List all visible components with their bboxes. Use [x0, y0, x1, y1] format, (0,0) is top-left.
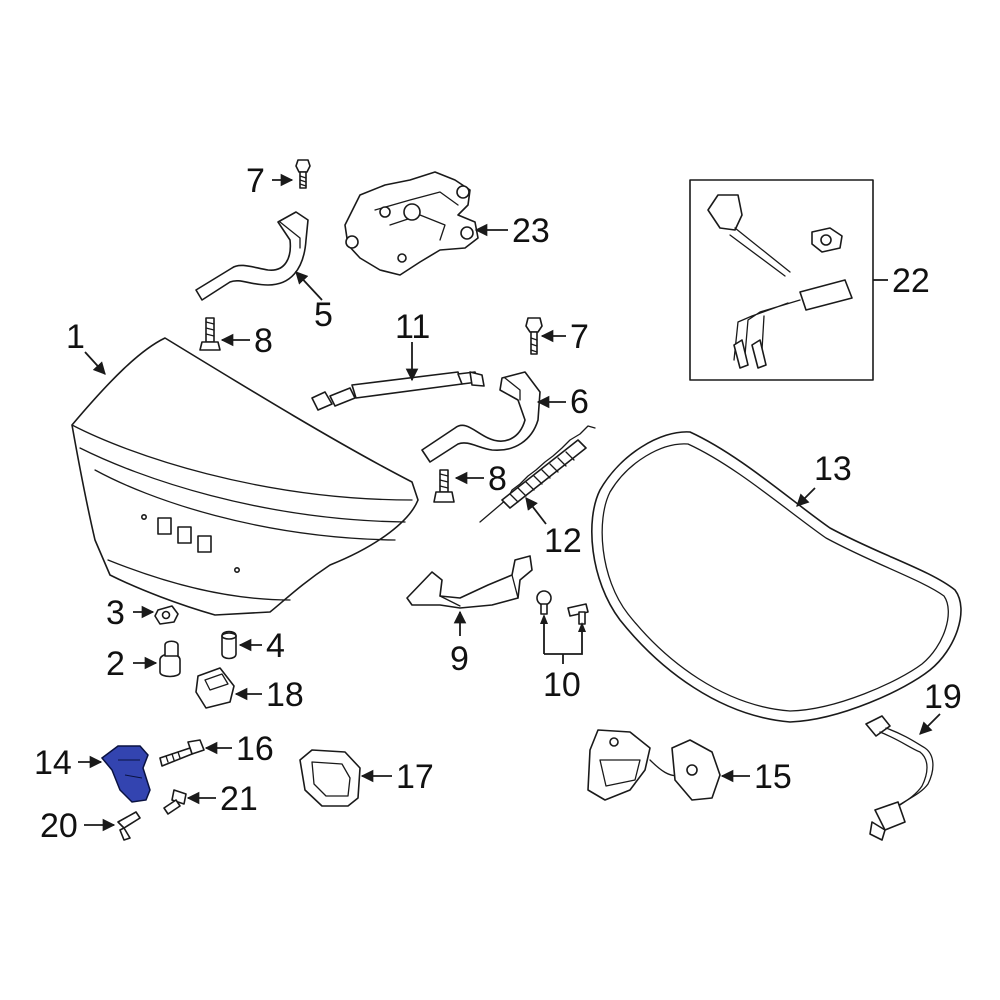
callout-1: 1 — [66, 318, 85, 356]
latch-assembly[interactable] — [587, 729, 721, 801]
pin[interactable] — [117, 811, 141, 841]
callout-22: 22 — [892, 262, 930, 300]
callout-23: 23 — [512, 212, 550, 250]
callout-9: 9 — [450, 640, 469, 678]
callout-lines — [78, 173, 941, 832]
callout-11: 11 — [395, 308, 430, 346]
nut[interactable] — [154, 605, 179, 625]
callout-21: 21 — [220, 780, 258, 818]
bolt-top[interactable] — [295, 159, 311, 189]
wire-harness[interactable] — [865, 715, 934, 841]
bumper-stop[interactable] — [159, 640, 181, 678]
callout-6: 6 — [570, 383, 589, 421]
callout-7-right: 7 — [570, 318, 589, 356]
highlighted-bracket[interactable] — [100, 745, 151, 803]
gas-strut[interactable] — [311, 371, 485, 411]
callout-13: 13 — [814, 450, 852, 488]
callout-3: 3 — [106, 594, 125, 632]
callout-8-upper: 8 — [254, 322, 273, 360]
callout-12: 12 — [544, 522, 582, 560]
latch-actuator[interactable] — [344, 171, 479, 276]
callout-14: 14 — [34, 744, 72, 782]
hinge-right[interactable] — [421, 371, 541, 463]
screw-16[interactable] — [159, 739, 205, 767]
callout-16: 16 — [236, 730, 274, 768]
callout-10: 10 — [543, 666, 581, 704]
callout-8-lower: 8 — [488, 460, 507, 498]
callout-2: 2 — [106, 645, 125, 683]
clip-b[interactable] — [567, 603, 589, 625]
callout-4: 4 — [266, 627, 285, 665]
callout-15: 15 — [754, 758, 792, 796]
handle-housing[interactable] — [299, 749, 361, 807]
rivet[interactable] — [163, 789, 187, 815]
callout-17: 17 — [396, 758, 434, 796]
weatherstrip[interactable] — [591, 431, 962, 723]
callout-5: 5 — [314, 296, 333, 334]
trunk-lid[interactable] — [71, 337, 419, 616]
bracket[interactable] — [406, 555, 533, 609]
callout-7-top: 7 — [246, 162, 265, 200]
torsion-spring[interactable] — [479, 425, 596, 523]
callout-18: 18 — [266, 676, 304, 714]
callout-labels: 1 7 23 5 8 11 7 6 8 12 13 22 9 10 3 2 4 … — [34, 162, 962, 845]
hinge-left[interactable] — [195, 211, 309, 301]
kit-box[interactable] — [689, 179, 874, 381]
clip-a[interactable] — [536, 590, 552, 615]
switch[interactable] — [195, 667, 235, 709]
callout-20: 20 — [40, 807, 78, 845]
bolt-8-lower[interactable] — [433, 469, 455, 503]
bolt-8-upper[interactable] — [199, 317, 221, 351]
bolt-7-right[interactable] — [525, 317, 543, 355]
callout-19: 19 — [924, 678, 962, 716]
buffer[interactable] — [221, 630, 237, 660]
